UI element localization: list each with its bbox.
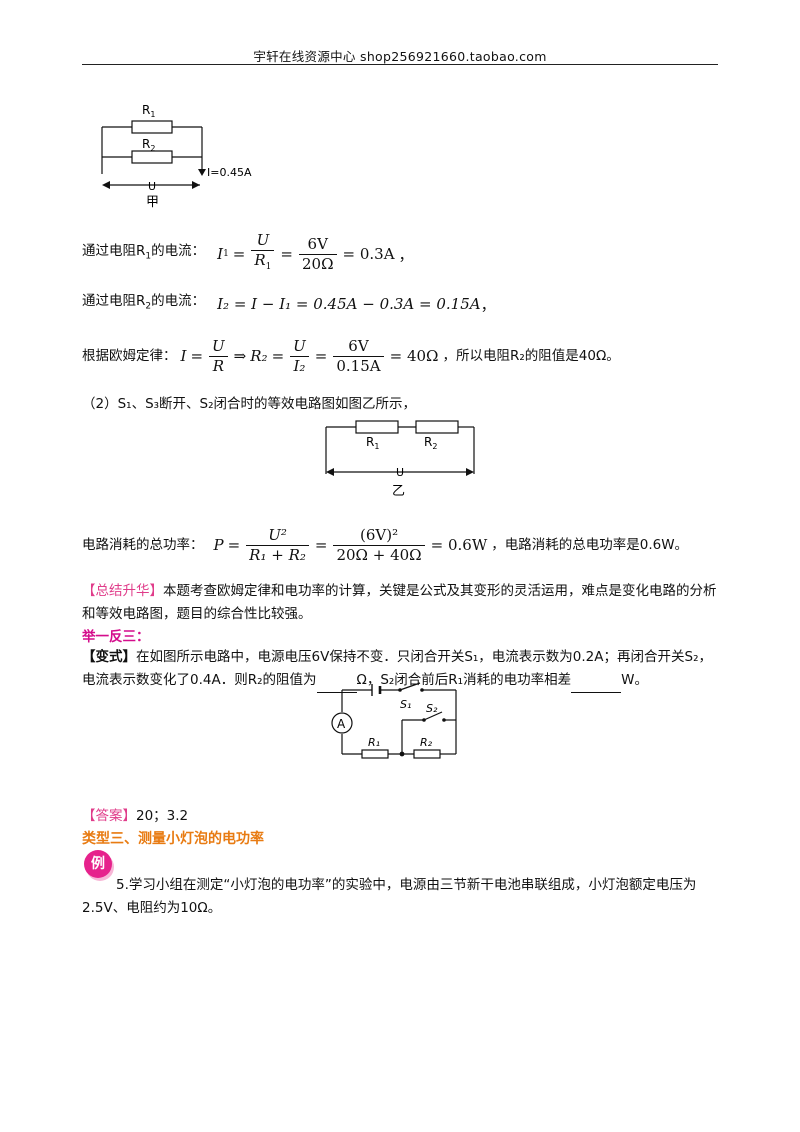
line2-formula: I₂ = I − I₁ = 0.45A − 0.3A = 0.15A: [217, 295, 481, 313]
r1-label: R₁: [368, 736, 380, 749]
circuit-diagram-jia: R1 R2 I=0.45A U 甲: [101, 103, 252, 210]
answer-text: 20；3.2: [136, 808, 189, 824]
fig-jia-r2-label: R2: [142, 137, 155, 153]
example-badge-icon: 例: [84, 850, 112, 878]
line5-label: 电路消耗的总功率：: [82, 537, 204, 553]
example-paragraph: 5.学习小组在测定“小灯泡的电功率”的实验中，电源由三节新干电池串联组成，小灯泡…: [82, 877, 697, 916]
ammeter-label: A: [337, 717, 346, 731]
ammeter-icon: [331, 712, 353, 734]
fig-yi-r1-label: R1: [366, 435, 379, 451]
circuit-diagram-yi: R1 R2 U 乙: [325, 420, 475, 499]
equation-line-2: 通过电阻R2的电流： I₂ = I − I₁ = 0.45A − 0.3A = …: [82, 292, 496, 316]
s2-label: S₂: [426, 702, 438, 715]
line3-label: 根据欧姆定律：: [82, 348, 177, 364]
answer-line: 【答案】20；3.2: [82, 806, 188, 826]
variant-paragraph: 【变式】在如图所示电路中，电源电压6V保持不变．只闭合开关S₁，电流表示数为0.…: [82, 646, 722, 693]
fig-yi-r2-label: R2: [424, 435, 437, 451]
line1-label: 通过电阻R1的电流：: [82, 243, 206, 262]
practice-heading: 举一反三：: [82, 629, 150, 645]
fig-jia-voltage-label: U: [148, 180, 156, 193]
line2-tail: ，: [480, 295, 496, 314]
answer-tag: 【答案】: [82, 808, 136, 824]
fig-jia-current-label: I=0.45A: [207, 166, 252, 179]
line5-tail: ，电路消耗的总电功率是0.6W。: [491, 537, 689, 553]
condition-text: （2）S₁、S₃断开、S₂闭合时的等效电路图如图乙所示，: [82, 396, 417, 412]
summary-tag: 【总结升华】: [82, 583, 163, 599]
fig-jia-r1-label: R1: [142, 103, 155, 119]
s1-label: S₁: [400, 698, 411, 711]
summary-text: 本题考查欧姆定律和电功率的计算，关键是公式及其变形的灵活运用，难点是变化电路的分…: [82, 583, 717, 622]
circuit-diagram-variant: A S₁ S₂ R₁ R₂: [331, 682, 457, 759]
line2-label: 通过电阻R2的电流：: [82, 293, 206, 312]
page-header: 宇轩在线资源中心 shop256921660.taobao.com: [253, 49, 547, 64]
header-rule: [82, 64, 718, 65]
section-heading: 类型三、测量小灯泡的电功率: [82, 831, 264, 847]
r2-label: R₂: [420, 736, 433, 749]
fig-jia-caption: 甲: [146, 195, 159, 210]
summary-paragraph: 【总结升华】本题考查欧姆定律和电功率的计算，关键是公式及其变形的灵活运用，难点是…: [82, 580, 722, 626]
fig-yi-voltage-label: U: [396, 466, 404, 479]
line3-tail: ，所以电阻R₂的阻值是40Ω。: [442, 348, 620, 364]
fig-yi-caption: 乙: [392, 484, 405, 499]
variant-tag: 【变式】: [82, 649, 136, 665]
